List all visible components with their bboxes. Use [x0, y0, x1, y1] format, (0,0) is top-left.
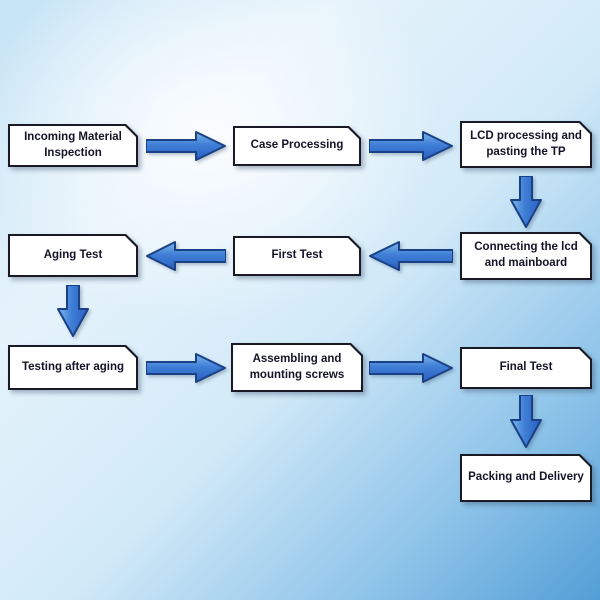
step-box-inner: Incoming Material Inspection: [10, 126, 136, 165]
step-packing-and-delivery: Packing and Delivery: [460, 454, 592, 502]
arrow-lcd-to-connecting: [510, 176, 542, 228]
step-box-border: First Test: [233, 236, 361, 276]
step-case-processing: Case Processing: [233, 126, 361, 166]
arrow-assembling-to-final-test: [369, 353, 453, 383]
step-label: Connecting the lcd and mainboard: [474, 241, 578, 269]
step-label: Testing after aging: [21, 360, 125, 373]
step-label: First Test: [271, 249, 323, 262]
step-box-inner: Assembling and mounting screws: [233, 345, 361, 390]
step-box-border: LCD processing and pasting the TP: [460, 121, 592, 168]
step-box-border: Testing after aging: [8, 345, 138, 390]
arrow-incoming-to-case: [146, 131, 226, 161]
step-assembling-mounting-screws: Assembling and mounting screws: [231, 343, 363, 392]
step-label: Incoming Material Inspection: [24, 130, 122, 159]
arrow-testing-to-assembling: [146, 353, 226, 383]
step-testing-after-aging: Testing after aging: [8, 345, 138, 390]
arrow-first-test-to-aging: [146, 241, 226, 271]
step-label: Assembling and mounting screws: [249, 352, 345, 381]
step-label: LCD processing and pasting the TP: [470, 129, 582, 158]
step-box-inner: LCD processing and pasting the TP: [462, 123, 590, 166]
arrow-final-test-to-packing: [510, 395, 542, 448]
step-label: Final Test: [499, 361, 553, 374]
arrow-case-to-lcd: [369, 131, 453, 161]
step-label: Aging Test: [43, 248, 103, 261]
step-box-border: Packing and Delivery: [460, 454, 592, 502]
step-box-border: Assembling and mounting screws: [231, 343, 363, 392]
step-connecting-lcd-mainboard: Connecting the lcd and mainboard: [460, 232, 592, 280]
step-box-border: Final Test: [460, 347, 592, 389]
step-final-test: Final Test: [460, 347, 592, 389]
step-box-inner: Packing and Delivery: [462, 456, 590, 500]
step-box-inner: Connecting the lcd and mainboard: [462, 234, 590, 278]
arrow-aging-to-testing-after-aging: [57, 285, 89, 337]
step-box-border: Incoming Material Inspection: [8, 124, 138, 167]
step-box-border: Connecting the lcd and mainboard: [460, 232, 592, 280]
step-lcd-processing: LCD processing and pasting the TP: [460, 121, 592, 168]
arrow-connecting-to-first-test: [369, 241, 453, 271]
step-box-inner: Testing after aging: [10, 347, 136, 388]
step-first-test: First Test: [233, 236, 361, 276]
step-label: Packing and Delivery: [468, 471, 584, 484]
step-box-inner: Final Test: [462, 349, 590, 387]
step-aging-test: Aging Test: [8, 234, 138, 277]
step-label: Case Processing: [250, 139, 344, 152]
step-box-inner: Aging Test: [10, 236, 136, 275]
step-box-border: Aging Test: [8, 234, 138, 277]
step-box-inner: First Test: [235, 238, 359, 274]
step-incoming-material-inspection: Incoming Material Inspection: [8, 124, 138, 167]
step-box-border: Case Processing: [233, 126, 361, 166]
step-box-inner: Case Processing: [235, 128, 359, 164]
